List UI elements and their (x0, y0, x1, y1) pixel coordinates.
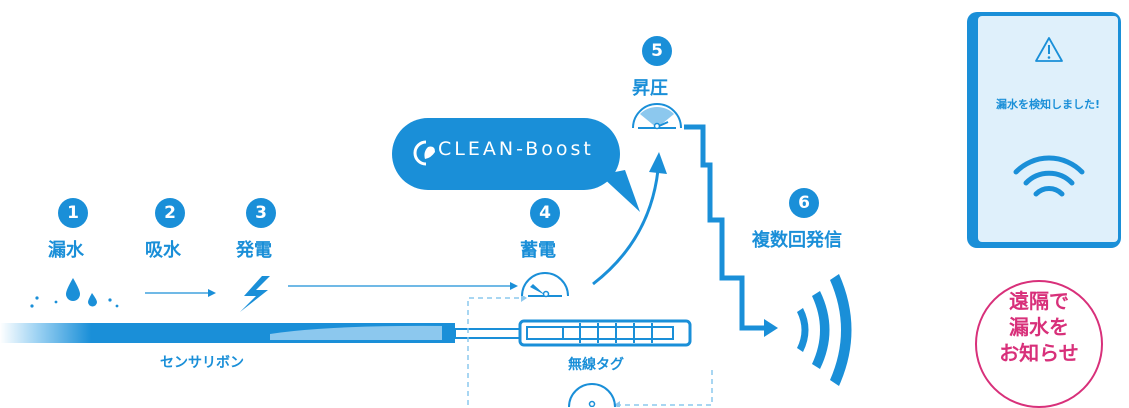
clean-boost-logo-icon (413, 140, 435, 166)
wireless-tag (518, 319, 692, 347)
water-drop-icon (30, 278, 119, 308)
step-1-badge: 1 (58, 198, 88, 228)
step-6-badge: 6 (789, 188, 819, 218)
staircase-arrow (684, 124, 778, 337)
bubble-tail (600, 170, 640, 212)
step-6-label: 複数回発信 (752, 230, 842, 251)
step-2-label: 吸水 (145, 240, 181, 261)
boost-gauge-icon (632, 103, 682, 130)
absorb-arrow (145, 289, 216, 297)
remote-notice-line1: 遠隔で (1009, 289, 1069, 313)
wireless-tag-label: 無線タグ (568, 357, 624, 373)
step-1-label: 漏水 (48, 240, 84, 261)
remote-notice-text: 遠隔で 漏水を お知らせ (975, 288, 1103, 366)
dashed-outline (467, 297, 521, 405)
step-5-label: 昇圧 (632, 78, 668, 99)
wifi-icon (1013, 155, 1085, 197)
sensor-ribbon-label: センサリボン (160, 355, 244, 371)
connector-wire (454, 328, 524, 339)
clean-boost-text: CLEAN-Boost (438, 138, 594, 160)
charge-arrow (288, 282, 518, 290)
boost-curve-arrow (592, 152, 667, 286)
step-2-badge: 2 (155, 198, 185, 228)
lightning-icon (240, 276, 270, 312)
remote-notice-line2: 漏水を (1009, 315, 1069, 339)
bottom-gauge-icon (568, 383, 616, 407)
dashed-outline-right (620, 370, 713, 406)
phone-alert-message: 漏水を検知しました! (995, 98, 1101, 111)
step-4-badge: 4 (530, 198, 560, 228)
step-5-badge: 5 (642, 36, 672, 66)
sensor-ribbon (0, 323, 455, 343)
remote-notice-line3: お知らせ (999, 341, 1079, 365)
signal-waves-icon (797, 274, 852, 386)
step-3-badge: 3 (246, 198, 276, 228)
step-3-label: 発電 (236, 240, 272, 261)
warning-icon (1035, 37, 1063, 62)
step-4-label: 蓄電 (520, 240, 556, 261)
storage-gauge-icon (521, 272, 569, 298)
